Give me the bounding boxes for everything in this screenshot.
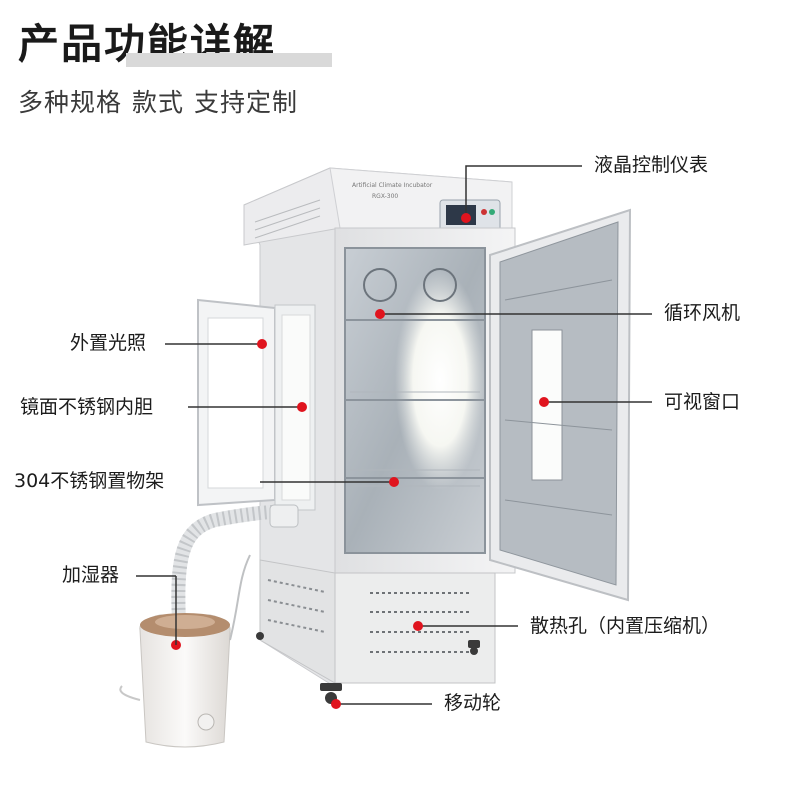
callout-dot-liner: [297, 402, 307, 412]
shelves: [345, 319, 485, 479]
callout-dot-window: [539, 397, 549, 407]
callout-label-vent: 散热孔（内置压缩机）: [530, 615, 721, 637]
callout-line-lcd: [465, 165, 582, 218]
title-highlight-bar: [126, 53, 332, 67]
subtitle-part: 支持定制: [194, 88, 299, 117]
callout-label-window: 可视窗口: [664, 391, 741, 413]
callout-dot-caster: [331, 699, 341, 709]
page-subtitle: 多种规格款式支持定制: [18, 83, 298, 119]
subtitle-part: 款式: [132, 88, 185, 117]
callout-label-humidifier: 加湿器: [62, 564, 120, 586]
callout-label-fan: 循环风机: [664, 302, 741, 324]
callout-dot-fan: [375, 309, 385, 319]
callout-dot-light: [257, 339, 267, 349]
callout-label-shelf: 304不锈钢置物架: [14, 470, 165, 492]
callout-dot-vent: [413, 621, 423, 631]
subtitle-part: 多种规格: [18, 88, 123, 117]
vent-slots: [370, 592, 470, 653]
panel-text: Artificial Climate Incubator: [352, 182, 433, 189]
panel-model: RGX-300: [372, 193, 398, 200]
callout-dot-shelf: [389, 477, 399, 487]
callout-label-lcd: 液晶控制仪表: [594, 154, 709, 176]
callout-label-liner: 镜面不锈钢内胆: [20, 396, 154, 418]
callout-label-light: 外置光照: [70, 332, 147, 354]
callout-dot-lcd: [461, 213, 471, 223]
callout-label-caster: 移动轮: [444, 692, 502, 714]
